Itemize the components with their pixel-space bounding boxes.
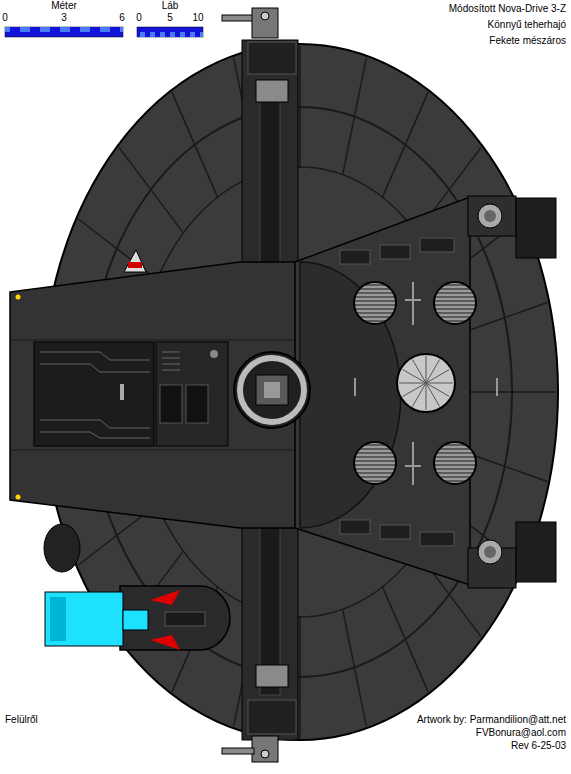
engine-section	[295, 196, 556, 588]
fan-blade	[403, 383, 426, 397]
ship-name: Fekete mészáros	[489, 35, 566, 47]
credit-note: FVBonura@aol.com	[476, 727, 566, 739]
fan-blade	[413, 360, 427, 383]
revision-note: Rev 6-25-03	[511, 740, 566, 752]
ship-class: Könnyű teherhajó	[488, 19, 566, 31]
fan-blade	[426, 383, 453, 384]
scale-number: 0	[2, 12, 8, 24]
panel-line	[383, 92, 429, 197]
ship-title: Módosított Nova-Drive 3-Z	[449, 3, 566, 15]
panel-line	[299, 46, 301, 167]
fan-blade	[426, 383, 440, 406]
forward-section	[10, 250, 305, 528]
scale-unit: Láb	[162, 0, 179, 12]
cockpit	[45, 586, 230, 650]
fan-blade	[426, 356, 427, 383]
scale-bar	[5, 27, 203, 37]
view-label: Felülről	[5, 714, 38, 726]
panel-line	[383, 587, 429, 692]
scale-number: 5	[167, 12, 173, 24]
scale-unit: Méter	[51, 0, 77, 12]
panel-line	[343, 58, 367, 175]
panel-line	[172, 92, 218, 197]
scale-number: 0	[136, 12, 142, 24]
scale-number: 10	[192, 12, 203, 24]
scale-number: 6	[119, 12, 125, 24]
credit-note: Artwork by: Parmandilion@att.net	[417, 714, 566, 726]
panel-line	[78, 219, 157, 280]
scale-number: 3	[61, 12, 67, 24]
panel-line	[299, 617, 301, 738]
fan-blade	[399, 383, 426, 384]
fan-blade	[426, 383, 427, 410]
panel-line	[343, 609, 367, 726]
panel-line	[119, 147, 183, 233]
gun-turret	[234, 352, 310, 428]
panel-line	[465, 391, 556, 393]
fan-blade	[426, 370, 449, 384]
